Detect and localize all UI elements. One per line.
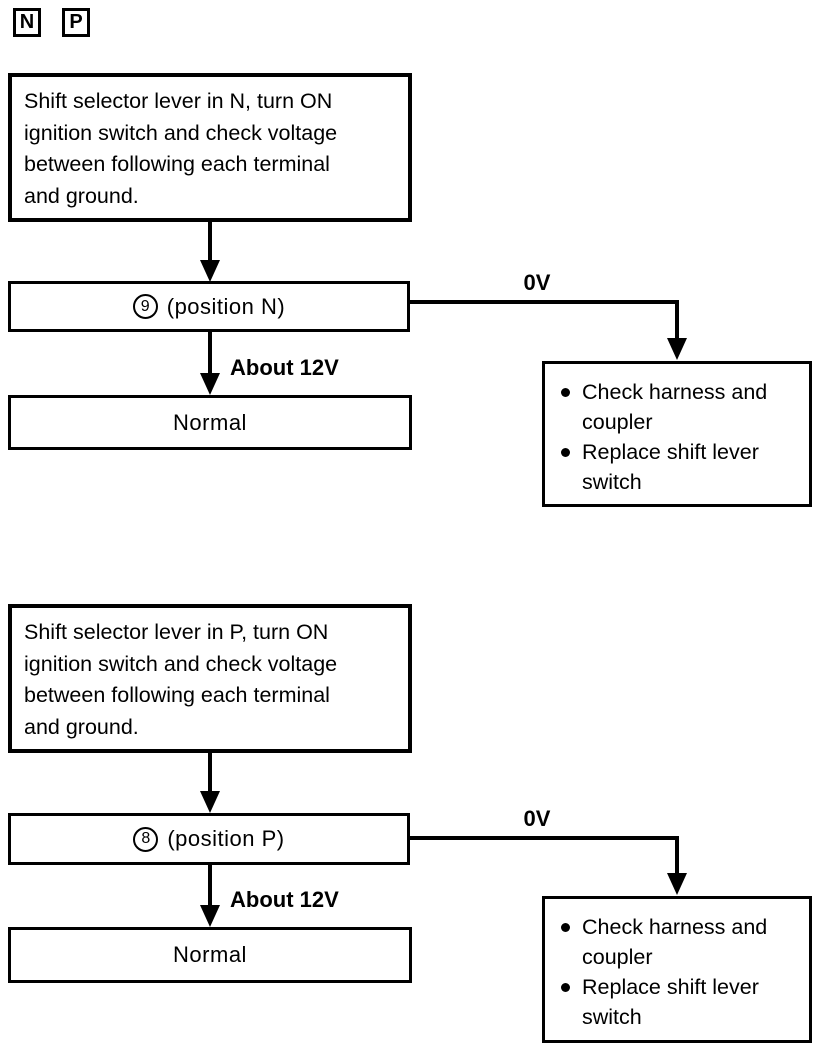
arrowhead-icon bbox=[200, 373, 220, 395]
arrowhead-icon bbox=[200, 791, 220, 813]
connector-line bbox=[208, 332, 212, 374]
result-label: Normal bbox=[173, 942, 247, 967]
fail-connector-line bbox=[410, 300, 679, 304]
fail-voltage-label: 0V bbox=[523, 806, 551, 831]
bullet-icon bbox=[561, 448, 570, 457]
arrowhead-icon bbox=[200, 260, 220, 282]
fail-connector-line bbox=[675, 836, 679, 874]
circled-number-icon: 9 bbox=[132, 294, 158, 319]
terminal-label: (position P) bbox=[167, 826, 285, 851]
action-item: Replace shift lever switch bbox=[561, 437, 801, 497]
bullet-icon bbox=[561, 983, 570, 992]
arrowhead-icon bbox=[667, 873, 687, 895]
action-item: Check harness and coupler bbox=[561, 912, 801, 972]
action-box: Check harness and coupler Replace shift … bbox=[542, 361, 812, 507]
action-text: Check harness and coupler bbox=[582, 915, 768, 969]
fail-voltage-label: 0V bbox=[523, 270, 551, 295]
pass-voltage-label: About 12V bbox=[230, 887, 339, 912]
instruction-line: between following each terminal bbox=[24, 152, 330, 176]
instruction-line: ignition switch and check voltage bbox=[24, 651, 338, 676]
terminal-box: 8 (position P) bbox=[8, 813, 410, 865]
instruction-line: Shift selector lever in P, turn ON bbox=[24, 620, 329, 644]
instruction-line: and ground. bbox=[24, 714, 139, 739]
connector-line bbox=[208, 865, 212, 906]
action-text: Replace shift lever switch bbox=[582, 975, 759, 1029]
connector-line bbox=[208, 222, 212, 262]
instruction-box: Shift selector lever in N, turn ON ignit… bbox=[8, 73, 412, 222]
pass-voltage-label: About 12V bbox=[230, 355, 339, 380]
arrowhead-icon bbox=[200, 905, 220, 927]
instruction-line: and ground. bbox=[24, 183, 139, 208]
action-item: Check harness and coupler bbox=[561, 377, 801, 437]
instruction-line: Shift selector lever in N, turn ON bbox=[24, 89, 333, 113]
terminal-label: (position N) bbox=[166, 293, 286, 319]
legend-badge-n-label: N bbox=[19, 11, 35, 33]
connector-line bbox=[208, 753, 212, 793]
instruction-line: ignition switch and check voltage bbox=[24, 120, 338, 145]
result-box: Normal bbox=[8, 927, 412, 983]
result-label: Normal bbox=[173, 409, 247, 435]
legend-badge-p-label: P bbox=[69, 11, 83, 33]
circled-number-icon: 8 bbox=[133, 826, 159, 852]
instruction-line: between following each terminal bbox=[24, 683, 330, 707]
legend-badge-p: P bbox=[62, 8, 90, 37]
action-box: Check harness and coupler Replace shift … bbox=[542, 896, 812, 1043]
legend-badge-n: N bbox=[13, 8, 41, 37]
arrowhead-icon bbox=[667, 338, 687, 360]
action-text: Check harness and coupler bbox=[582, 380, 768, 434]
fail-connector-line bbox=[675, 300, 679, 340]
fail-connector-line bbox=[410, 836, 679, 840]
bullet-icon bbox=[561, 388, 570, 397]
action-text: Replace shift lever switch bbox=[582, 440, 759, 494]
result-box: Normal bbox=[8, 395, 412, 450]
terminal-box: 9 (position N) bbox=[8, 281, 410, 332]
action-item: Replace shift lever switch bbox=[561, 972, 801, 1032]
bullet-icon bbox=[561, 923, 570, 932]
instruction-box: Shift selector lever in P, turn ON ignit… bbox=[8, 604, 412, 753]
